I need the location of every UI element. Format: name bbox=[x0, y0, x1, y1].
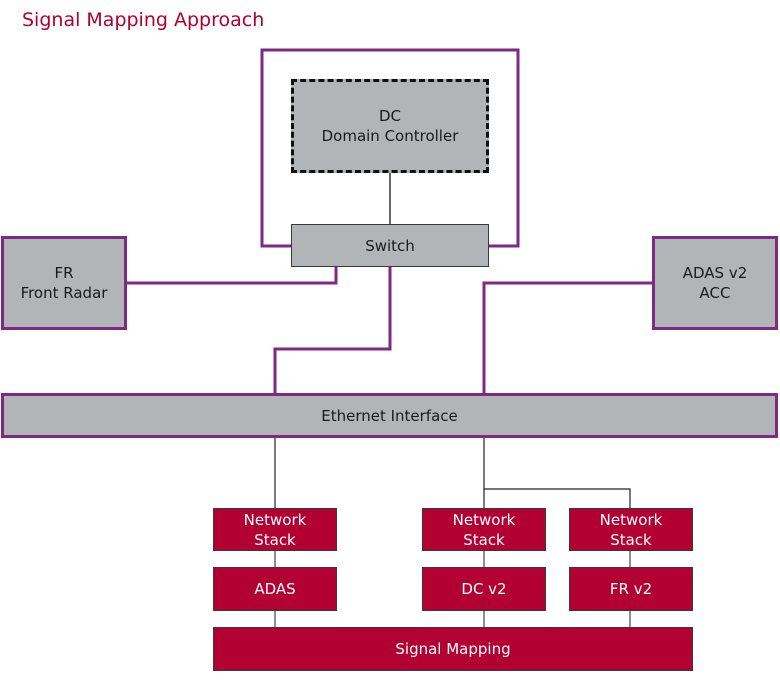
fr-front-radar-node: FR Front Radar bbox=[1, 236, 127, 330]
dc-label: DC bbox=[378, 107, 401, 125]
module-fr-v2: FR v2 bbox=[569, 567, 693, 611]
link-eth-ns3 bbox=[484, 488, 631, 508]
dc-domain-controller-node: DC Domain Controller bbox=[291, 79, 489, 173]
ethernet-interface-bar: Ethernet Interface bbox=[1, 393, 778, 438]
adas-acc-node: ADAS v2 ACC bbox=[652, 236, 778, 330]
link-switch-ethernet bbox=[273, 266, 392, 396]
link-adas-ethernet bbox=[482, 281, 654, 396]
link-fr-switch bbox=[126, 266, 338, 285]
ethernet-interface-label: Ethernet Interface bbox=[321, 406, 458, 425]
fr-label: FR bbox=[54, 264, 74, 282]
link-switch-loop bbox=[260, 48, 520, 248]
signal-mapping-block: Signal Mapping bbox=[213, 627, 693, 671]
switch-node: Switch bbox=[291, 224, 489, 267]
switch-label: Switch bbox=[365, 236, 415, 255]
adas-label: ADAS v2 bbox=[682, 264, 748, 282]
fr-sublabel: Front Radar bbox=[20, 284, 108, 302]
adas-sublabel: ACC bbox=[699, 284, 731, 302]
module-dc-v2: DC v2 bbox=[422, 567, 546, 611]
diagram-title: Signal Mapping Approach bbox=[22, 9, 265, 31]
module-adas: ADAS bbox=[213, 567, 337, 611]
dc-sublabel: Domain Controller bbox=[321, 127, 459, 145]
